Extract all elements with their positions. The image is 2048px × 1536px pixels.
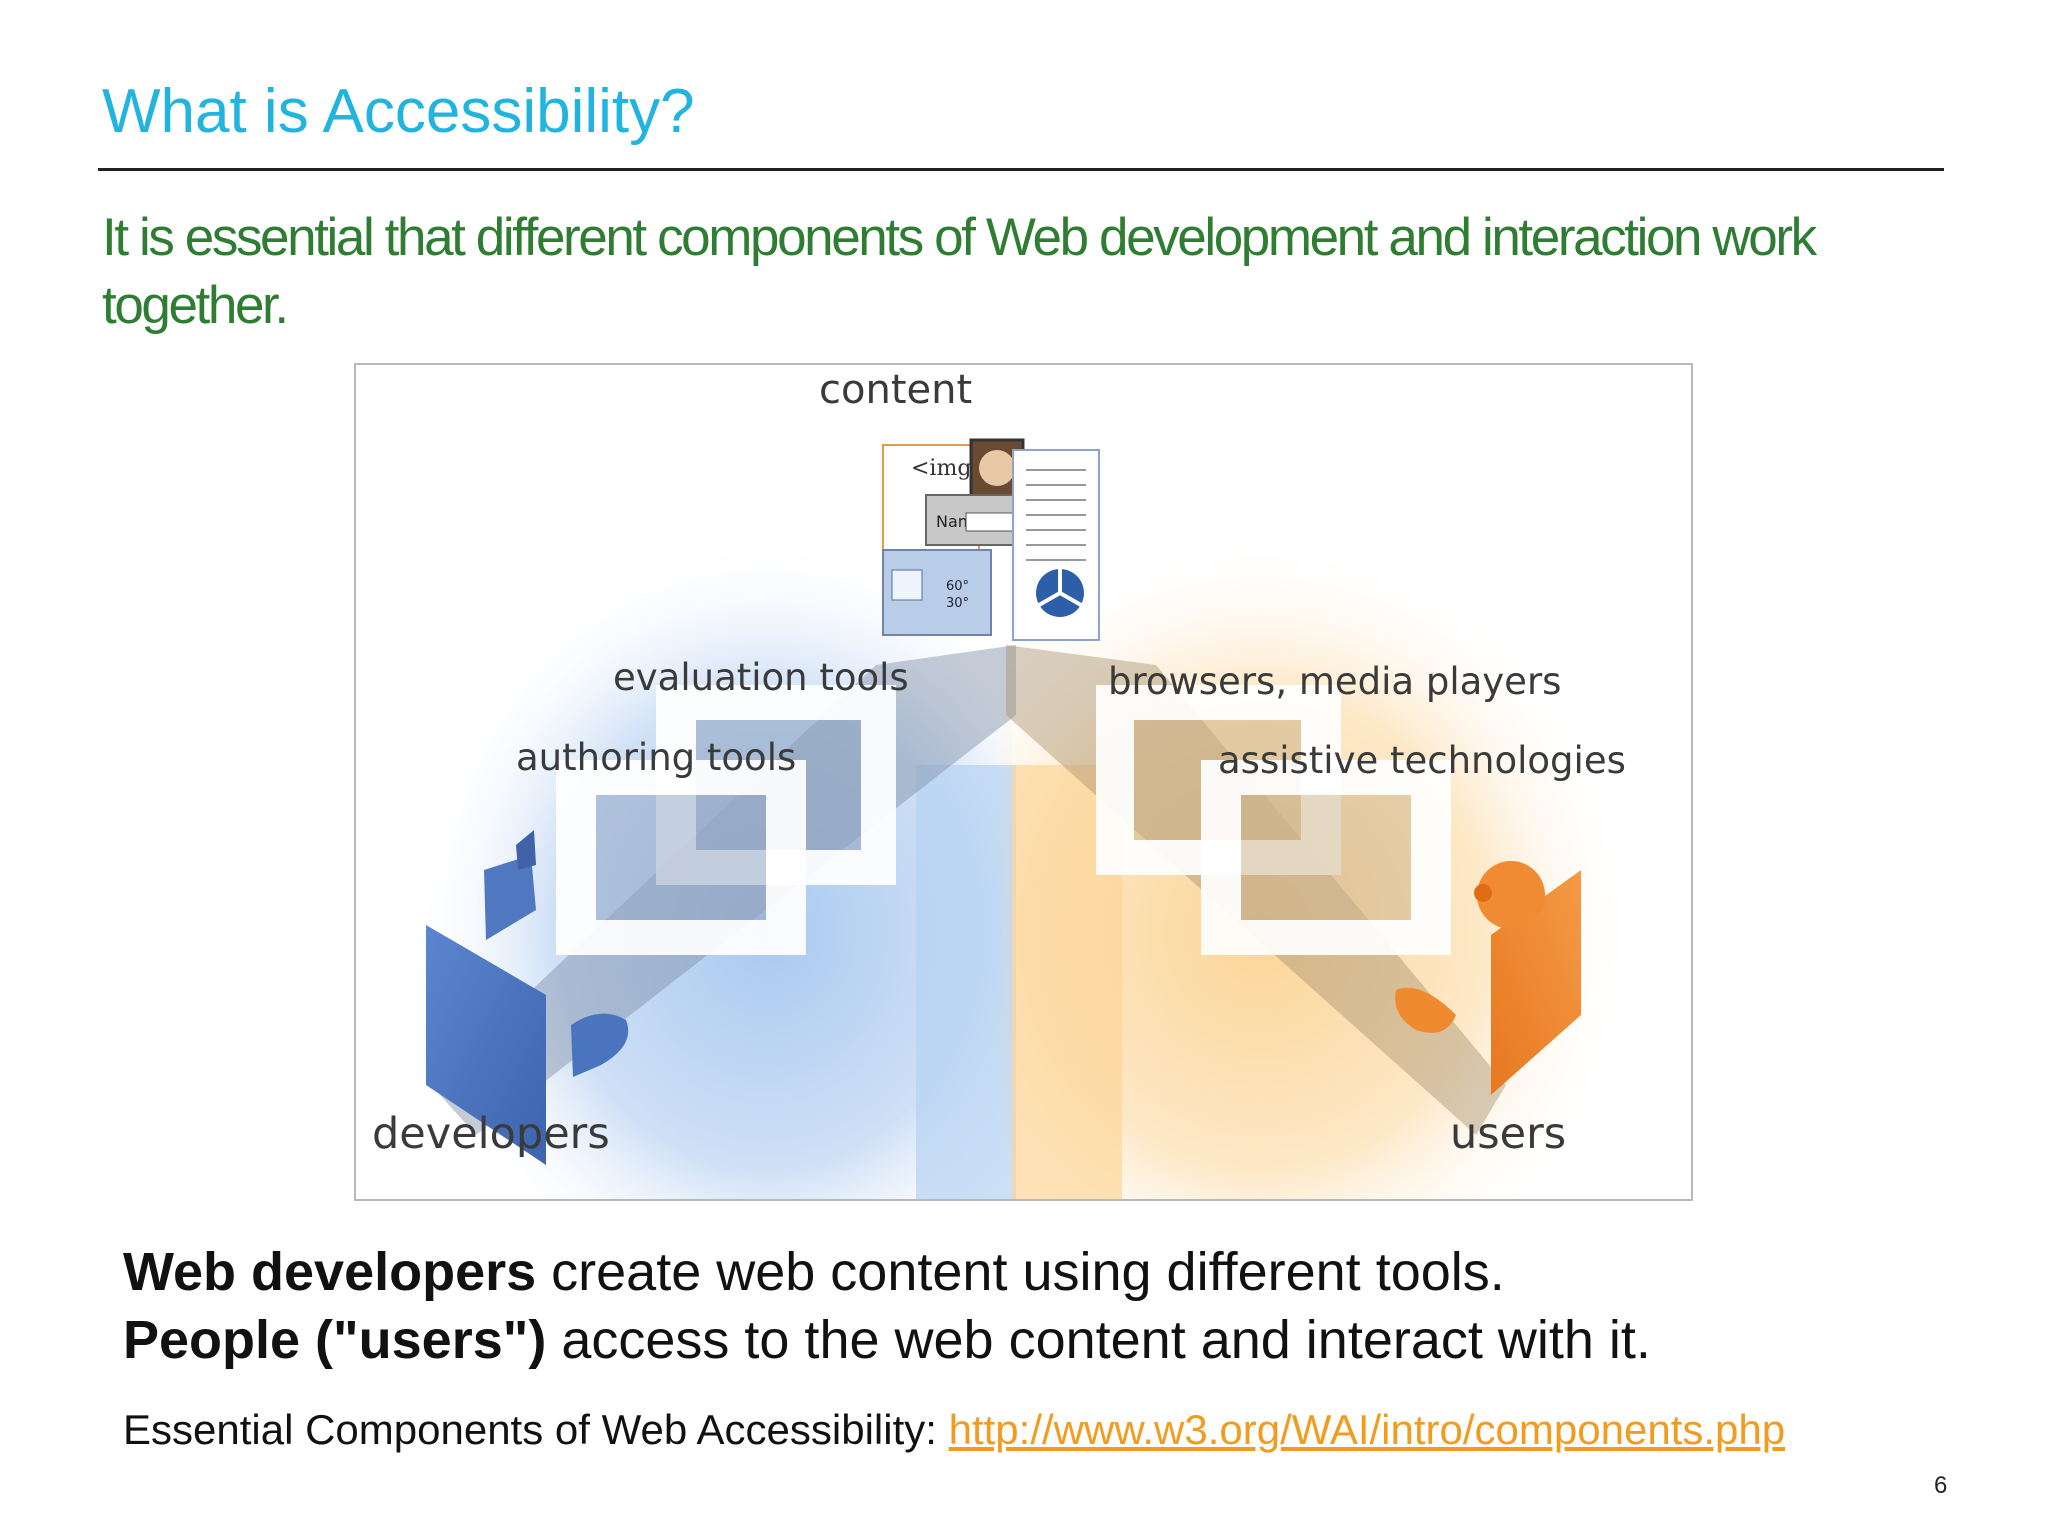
users-term: People ("users") xyxy=(123,1310,547,1370)
reference-line: Essential Components of Web Accessibilit… xyxy=(123,1406,1943,1454)
developers-statement: Web developers create web content using … xyxy=(123,1238,1943,1306)
developers-description: create web content using different tools… xyxy=(536,1242,1505,1302)
label-assistive-technologies: assistive technologies xyxy=(1218,739,1626,782)
svg-text:60°: 60° xyxy=(946,579,969,594)
explanation-text: Web developers create web content using … xyxy=(123,1238,1943,1374)
assistive-technologies-frame xyxy=(1201,760,1451,955)
diagram-canvas: <img Name: 60° 30° xyxy=(366,367,1681,1199)
label-developers: developers xyxy=(372,1109,610,1159)
users-description: access to the web content and interact w… xyxy=(546,1310,1651,1370)
authoring-tools-frame xyxy=(556,760,806,955)
reference-link[interactable]: http://www.w3.org/WAI/intro/components.p… xyxy=(948,1406,1786,1453)
developers-term: Web developers xyxy=(123,1242,537,1302)
label-content: content xyxy=(819,367,972,413)
users-statement: People ("users") access to the web conte… xyxy=(123,1306,1943,1374)
slide-subtitle: It is essential that different component… xyxy=(102,208,1817,335)
reference-label: Essential Components of Web Accessibilit… xyxy=(123,1406,949,1453)
img-tag-text: <img xyxy=(911,456,971,481)
page-number: 6 xyxy=(1934,1472,1948,1499)
title-divider xyxy=(98,168,1944,171)
components-diagram: <img Name: 60° 30° xyxy=(354,363,1693,1201)
user-figure xyxy=(1395,861,1581,1095)
label-browsers-media-players: browsers, media players xyxy=(1108,660,1561,703)
slide-title: What is Accessibility? xyxy=(102,77,695,146)
developer-figure xyxy=(426,830,629,1165)
label-evaluation-tools: evaluation tools xyxy=(613,656,909,699)
content-illustration: <img Name: 60° 30° xyxy=(882,438,1100,641)
svg-text:30°: 30° xyxy=(946,596,969,611)
label-users: users xyxy=(1450,1109,1566,1159)
label-authoring-tools: authoring tools xyxy=(516,736,796,779)
